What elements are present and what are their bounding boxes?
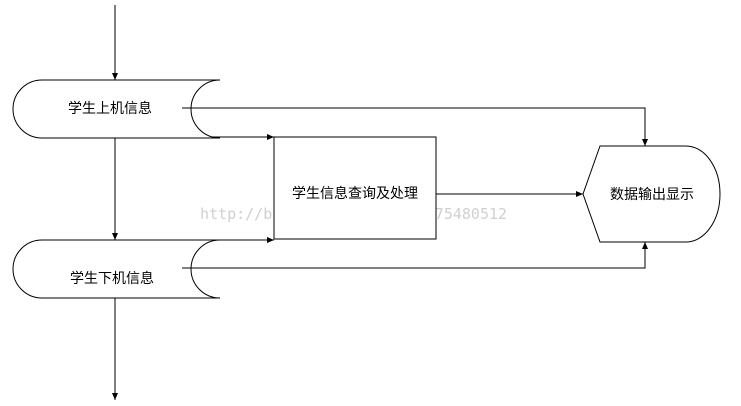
login-store-label: 学生上机信息 (68, 100, 152, 117)
logout-store-node: 学生下机信息 (12, 239, 221, 299)
login-store-node: 学生上机信息 (12, 79, 221, 139)
process-box (273, 136, 437, 240)
display-label: 数据输出显示 (610, 187, 694, 203)
logout-store-shape (12, 239, 221, 299)
login-store-shape (12, 79, 221, 139)
process-node: 学生信息查询及处理 (273, 136, 437, 240)
logout-store-label: 学生下机信息 (70, 270, 154, 287)
arrow-login-to-display (182, 107, 648, 146)
display-node: 数据输出显示 (582, 145, 721, 243)
display-shape (582, 145, 721, 243)
connectors (112, 5, 648, 400)
process-label: 学生信息查询及处理 (292, 185, 418, 202)
arrow-logout-to-display (182, 242, 648, 269)
